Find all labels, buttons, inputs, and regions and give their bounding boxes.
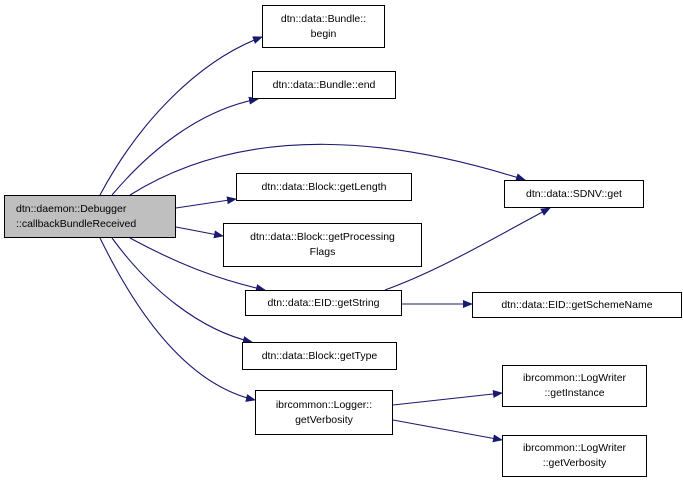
node-eid-getschemename[interactable]: dtn::data::EID::getSchemeName	[472, 292, 682, 318]
node-label-line: dtn::data::Block::getType	[261, 349, 378, 362]
node-logwriter-getverbosity[interactable]: ibrcommon::LogWriter::getVerbosity	[502, 435, 647, 477]
edge-root-to-eid_getstring	[129, 237, 266, 292]
node-sdnv-get[interactable]: dtn::data::SDNV::get	[504, 180, 644, 208]
node-label-line: dtn::data::EID::getString	[267, 296, 380, 309]
edge-root-to-block_gettype	[111, 237, 253, 344]
edge-root-to-bundle_begin	[99, 36, 263, 196]
node-eid-getstring[interactable]: dtn::data::EID::getString	[245, 290, 402, 316]
edge-root-to-logger_getverbosity	[99, 237, 256, 402]
node-label-line: dtn::data::Block::getLength	[261, 180, 387, 193]
edge-root-to-block_getprocessingflags	[175, 226, 224, 239]
node-label-line: dtn::daemon::Debugger	[16, 202, 127, 215]
edge-root-to-bundle_end	[111, 96, 259, 196]
node-root[interactable]: dtn::daemon::Debugger::callbackBundleRec…	[4, 195, 176, 238]
edge-logger_getverbosity-to-logwriter_getverbosity	[392, 419, 503, 443]
edge-root-to-block_getlength	[175, 196, 237, 209]
node-logwriter-getinstance[interactable]: ibrcommon::LogWriter::getInstance	[502, 365, 647, 407]
node-label-line: ::getInstance	[544, 387, 605, 399]
node-label-line: dtn::data::SDNV::get	[526, 187, 622, 200]
node-label-line: ibrcommon::Logger::	[275, 398, 373, 411]
node-label-line: begin	[310, 27, 337, 40]
node-label-line: dtn::data::Bundle::	[280, 12, 367, 25]
node-label-line: ibrcommon::LogWriter	[522, 442, 627, 454]
node-label-line: getVerbosity	[295, 413, 353, 426]
node-label-line: ibrcommon::LogWriter	[522, 372, 627, 384]
node-logger-getverbosity[interactable]: ibrcommon::Logger::getVerbosity	[255, 390, 393, 435]
edge-logger_getverbosity-to-logwriter_getinstance	[392, 390, 503, 406]
node-label-line: ::getVerbosity	[542, 457, 607, 469]
node-label-line: dtn::data::EID::getSchemeName	[501, 298, 653, 311]
edge-eid_getstring-to-sdnv_get	[384, 207, 551, 291]
node-label-line: Flags	[309, 246, 336, 258]
node-bundle-end[interactable]: dtn::data::Bundle::end	[252, 71, 396, 99]
node-label-line: dtn::data::Bundle::end	[272, 78, 376, 91]
node-block-getlength[interactable]: dtn::data::Block::getLength	[236, 173, 412, 201]
node-label-line: ::callbackBundleReceived	[16, 217, 137, 230]
node-label-line: dtn::data::Block::getProcessing	[250, 231, 395, 243]
node-block-gettype[interactable]: dtn::data::Block::getType	[242, 342, 397, 370]
node-bundle-begin[interactable]: dtn::data::Bundle::begin	[262, 5, 385, 48]
edge-root-to-sdnv_get	[129, 143, 526, 196]
